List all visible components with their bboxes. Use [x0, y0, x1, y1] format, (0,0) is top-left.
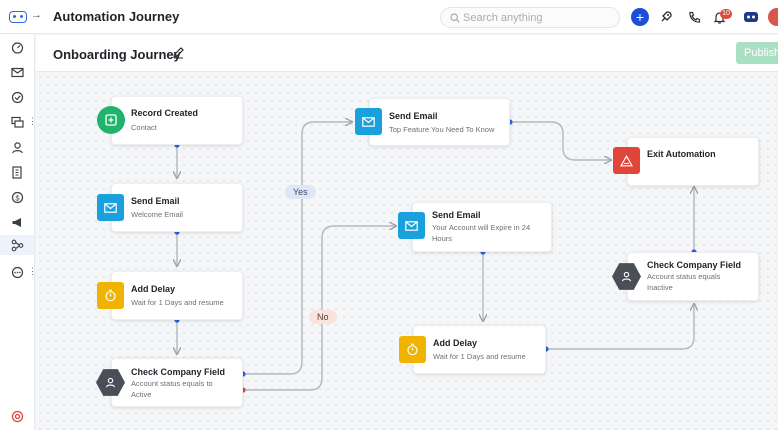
node-send-email-feature[interactable]: Send Email Top Feature You Need To Know [369, 98, 510, 146]
user-icon [11, 141, 23, 153]
sidebar-item-dashboard[interactable] [7, 37, 27, 57]
app-logo-icon[interactable] [9, 11, 27, 23]
more-icon [11, 266, 23, 278]
building-icon [12, 165, 22, 179]
node-exit-automation[interactable]: Exit Automation [627, 137, 759, 186]
warning-icon [613, 147, 640, 174]
sidebar-item-email[interactable] [7, 62, 27, 82]
no-branch-label: No [309, 310, 337, 324]
dashboard-icon [11, 41, 23, 54]
page-title: Onboarding Journey [53, 47, 181, 62]
workflow-icon [11, 239, 23, 251]
mail-icon [97, 194, 124, 221]
bot-icon[interactable] [742, 8, 760, 26]
search-icon [450, 13, 460, 23]
check-circle-icon [11, 91, 23, 103]
lifebuoy-icon [11, 410, 23, 422]
left-sidebar: ⋮ $ ⋮ [0, 34, 37, 430]
sidebar-more-dots[interactable]: ⋮ [28, 116, 37, 126]
timer-icon [399, 336, 426, 363]
top-bar: → Automation Journey + 10 [0, 0, 778, 34]
rocket-icon[interactable] [657, 8, 675, 26]
mail-icon [398, 212, 425, 239]
megaphone-icon [12, 217, 21, 227]
chat-icon [10, 116, 24, 128]
journey-header: Onboarding Journey Publish [36, 35, 778, 72]
sidebar-item-companies[interactable] [7, 162, 27, 182]
add-new-button[interactable]: + [631, 8, 649, 26]
expand-arrow-icon[interactable]: → [31, 9, 42, 21]
sidebar-item-help[interactable] [7, 406, 27, 426]
node-send-email-welcome[interactable]: Send Email Welcome Email [111, 183, 243, 232]
sidebar-item-campaigns[interactable] [7, 212, 27, 232]
mail-icon [355, 108, 382, 135]
node-record-created[interactable]: Record Created Contact [111, 96, 243, 145]
app-title: Automation Journey [53, 9, 180, 24]
mail-icon [10, 67, 24, 77]
search-box[interactable] [440, 7, 620, 28]
plus-square-icon [97, 106, 125, 134]
node-add-delay-2[interactable]: Add Delay Wait for 1 Days and resume [413, 325, 546, 374]
publish-button[interactable]: Publish [736, 42, 778, 64]
yes-branch-label: Yes [285, 185, 316, 199]
sidebar-more-dots-2[interactable]: ⋮ [28, 266, 37, 276]
timer-icon [97, 282, 124, 309]
search-input[interactable] [463, 10, 613, 26]
phone-icon[interactable] [685, 8, 703, 26]
sidebar-item-deals[interactable]: $ [7, 187, 27, 207]
svg-text:$: $ [15, 193, 20, 202]
sidebar-item-conversations[interactable] [7, 112, 27, 132]
dollar-icon: $ [11, 191, 23, 203]
edit-pencil-icon[interactable] [172, 46, 185, 59]
notification-badge: 10 [720, 9, 732, 19]
sidebar-item-contacts[interactable] [7, 137, 27, 157]
sidebar-item-automation[interactable] [0, 235, 34, 255]
sidebar-item-more[interactable] [7, 262, 27, 282]
user-avatar[interactable] [768, 8, 778, 26]
node-check-company-1[interactable]: Check Company Field Account status equal… [111, 358, 243, 407]
node-send-email-expire[interactable]: Send Email Your Account will Expire in 2… [412, 202, 552, 252]
node-check-company-2[interactable]: Check Company Field Account status equal… [627, 252, 759, 301]
node-add-delay-1[interactable]: Add Delay Wait for 1 Days and resume [111, 271, 243, 320]
sidebar-item-tasks[interactable] [7, 87, 27, 107]
